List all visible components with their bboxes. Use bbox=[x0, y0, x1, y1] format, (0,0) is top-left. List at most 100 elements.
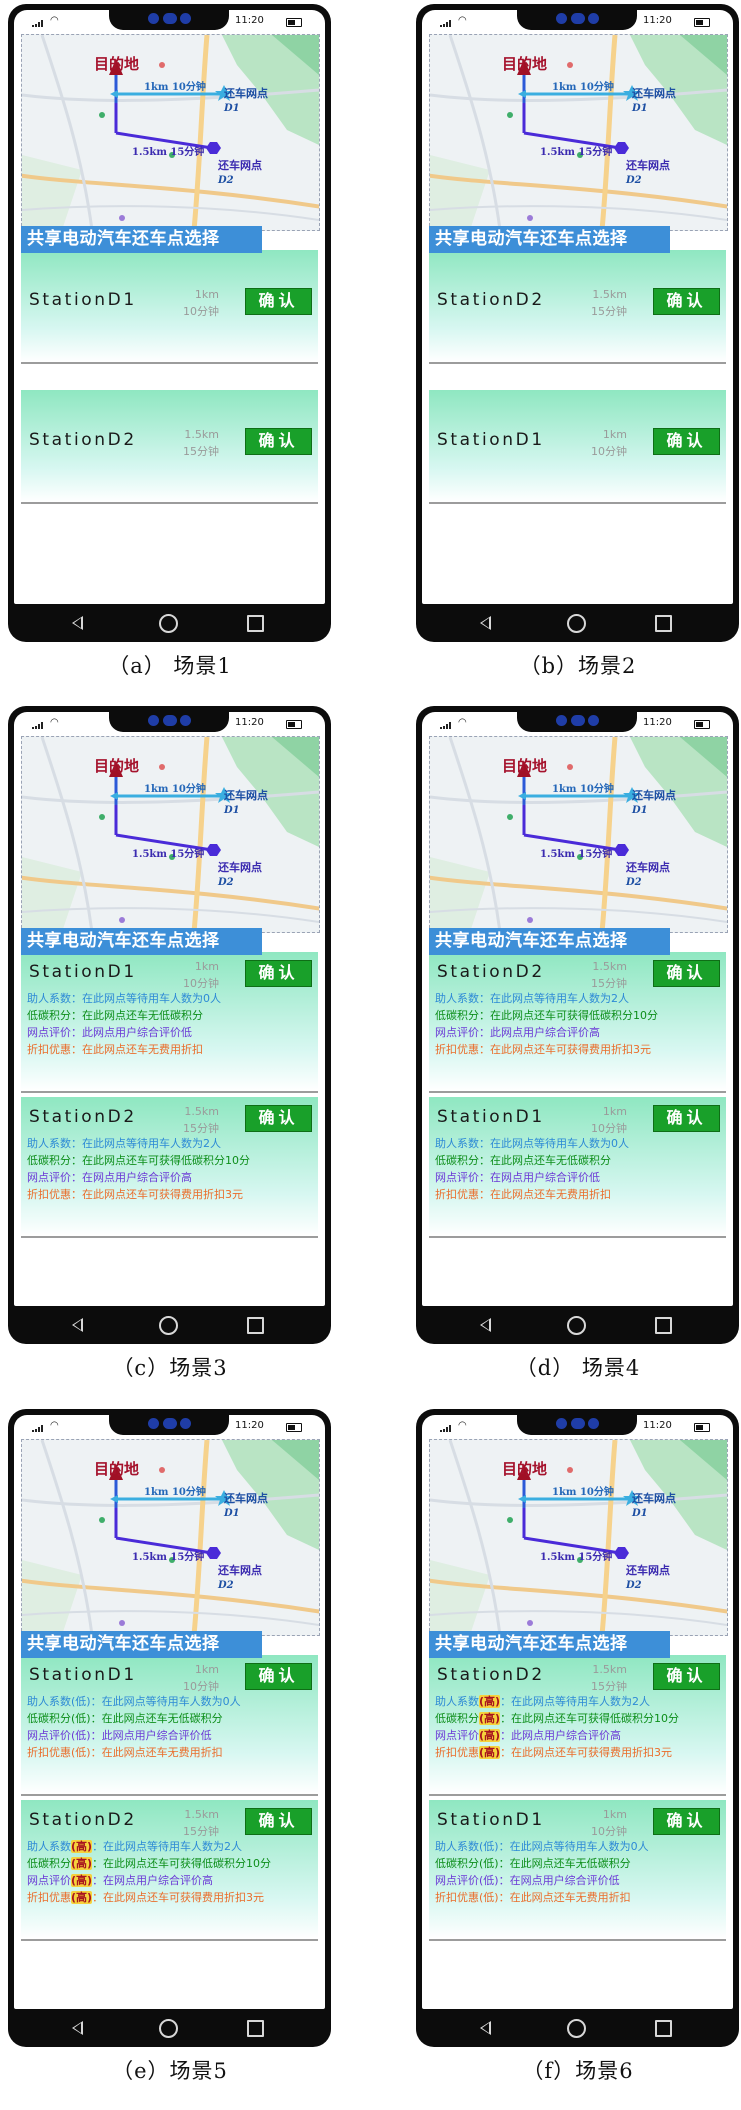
confirm-button[interactable]: 确认 bbox=[245, 1105, 312, 1132]
station2-code: D2 bbox=[218, 175, 234, 186]
station-details: 助人系数(低)：在此网点等待用车人数为0人低碳积分(低)：在此网点还车无低碳积分… bbox=[27, 1693, 312, 1761]
phone-notch bbox=[517, 1409, 637, 1435]
detail-row: 折扣优惠(高)：在此网点还车可获得费用折扣3元 bbox=[27, 1889, 312, 1906]
back-icon[interactable] bbox=[72, 1318, 83, 1332]
confirm-button[interactable]: 确认 bbox=[245, 1808, 312, 1835]
station-details: 助人系数：在此网点等待用车人数为2人低碳积分：在此网点还车可获得低碳积分10分网… bbox=[435, 990, 720, 1058]
scenario-panel: ◠ 11:20 bbox=[408, 702, 741, 1407]
destination-label: 目的地 bbox=[502, 55, 548, 73]
back-icon[interactable] bbox=[72, 616, 83, 630]
phone-frame: ◠ 11:20 bbox=[8, 706, 331, 1344]
confirm-button[interactable]: 确认 bbox=[245, 428, 312, 455]
detail-row: 网点评价(低)：在网点用户综合评价低 bbox=[435, 1872, 720, 1889]
recent-apps-icon[interactable] bbox=[655, 615, 672, 632]
level-tag: (高) bbox=[479, 1729, 501, 1742]
home-icon[interactable] bbox=[159, 1316, 178, 1335]
detail-text: ：在网点用户综合评价低 bbox=[498, 1874, 620, 1887]
scenario-caption: （d） 场景4 bbox=[515, 1356, 641, 1380]
detail-row: 网点评价：此网点用户综合评价高 bbox=[435, 1024, 720, 1041]
home-icon[interactable] bbox=[567, 2019, 586, 2038]
time-value: 10分钟 bbox=[591, 1122, 627, 1135]
distance-value: 1.5km bbox=[184, 428, 219, 441]
destination-label: 目的地 bbox=[502, 757, 548, 775]
camera-icon bbox=[163, 715, 177, 726]
confirm-button[interactable]: 确认 bbox=[245, 960, 312, 987]
signal-icon bbox=[32, 1425, 46, 1432]
station-name: StationD2 bbox=[437, 290, 545, 310]
camera-icon bbox=[571, 1418, 585, 1429]
station-name: StationD2 bbox=[29, 430, 137, 450]
page-title: 共享电动汽车还车点选择 bbox=[429, 928, 670, 955]
detail-row: 低碳积分：在此网点还车无低碳积分 bbox=[27, 1007, 312, 1024]
level-tag: (高) bbox=[479, 1712, 501, 1725]
confirm-button[interactable]: 确认 bbox=[653, 288, 720, 315]
detail-label: 折扣优惠 bbox=[435, 1043, 479, 1056]
confirm-button[interactable]: 确认 bbox=[245, 1663, 312, 1690]
detail-text: ：此网点用户综合评价高 bbox=[500, 1729, 622, 1742]
detail-row: 折扣优惠(高)：在此网点还车可获得费用折扣3元 bbox=[435, 1744, 720, 1761]
detail-text: ：在此网点等待用车人数为2人 bbox=[500, 1695, 651, 1708]
phone-notch bbox=[517, 706, 637, 732]
back-icon[interactable] bbox=[72, 2021, 83, 2035]
detail-text: ：在此网点等待用车人数为0人 bbox=[90, 1695, 241, 1708]
confirm-button[interactable]: 确认 bbox=[653, 1808, 720, 1835]
distance-value: 1km bbox=[602, 1808, 627, 1821]
detail-label: 助人系数(低) bbox=[435, 1840, 499, 1853]
back-icon[interactable] bbox=[480, 1318, 491, 1332]
station2-code: D2 bbox=[218, 1580, 234, 1591]
home-icon[interactable] bbox=[159, 614, 178, 633]
phone-screen: ◠ 11:20 bbox=[14, 1415, 325, 2009]
confirm-button[interactable]: 确认 bbox=[653, 428, 720, 455]
signal-icon bbox=[32, 20, 46, 27]
recent-apps-icon[interactable] bbox=[655, 2020, 672, 2037]
home-icon[interactable] bbox=[567, 614, 586, 633]
detail-label: 折扣优惠 bbox=[27, 1043, 71, 1056]
back-icon[interactable] bbox=[480, 616, 491, 630]
recent-apps-icon[interactable] bbox=[655, 1317, 672, 1334]
station-name: StationD1 bbox=[437, 1810, 545, 1830]
recent-apps-icon[interactable] bbox=[247, 2020, 264, 2037]
detail-row: 折扣优惠：在此网点还车无费用折扣 bbox=[435, 1186, 720, 1203]
confirm-button[interactable]: 确认 bbox=[653, 960, 720, 987]
map-graphic bbox=[430, 1440, 727, 1635]
level-tag: (高) bbox=[71, 1874, 93, 1887]
detail-row: 折扣优惠：在此网点还车可获得费用折扣3元 bbox=[27, 1186, 312, 1203]
distance-value: 1.5km bbox=[592, 960, 627, 973]
phone-frame: ◠ 11:20 bbox=[416, 1409, 739, 2047]
phone-screen: ◠ 11:20 bbox=[422, 712, 733, 1306]
home-icon[interactable] bbox=[159, 2019, 178, 2038]
recent-apps-icon[interactable] bbox=[247, 1317, 264, 1334]
station-details: 助人系数：在此网点等待用车人数为2人低碳积分：在此网点还车可获得低碳积分10分网… bbox=[27, 1135, 312, 1203]
home-icon[interactable] bbox=[567, 1316, 586, 1335]
station2-code: D2 bbox=[626, 175, 642, 186]
confirm-button[interactable]: 确认 bbox=[245, 288, 312, 315]
status-time: 11:20 bbox=[643, 15, 672, 26]
detail-label: 折扣优惠 bbox=[27, 1188, 71, 1201]
back-icon[interactable] bbox=[480, 2021, 491, 2035]
level-tag: (高) bbox=[71, 1840, 93, 1853]
distance-value: 1.5km bbox=[184, 1808, 219, 1821]
recent-apps-icon[interactable] bbox=[247, 615, 264, 632]
detail-row: 低碳积分：在此网点还车可获得低碳积分10分 bbox=[435, 1007, 720, 1024]
confirm-button[interactable]: 确认 bbox=[653, 1105, 720, 1132]
confirm-button[interactable]: 确认 bbox=[653, 1663, 720, 1690]
station-label-text: 还车网点 bbox=[224, 87, 268, 100]
destination-label: 目的地 bbox=[94, 757, 140, 775]
distance-value: 1km bbox=[194, 1663, 219, 1676]
